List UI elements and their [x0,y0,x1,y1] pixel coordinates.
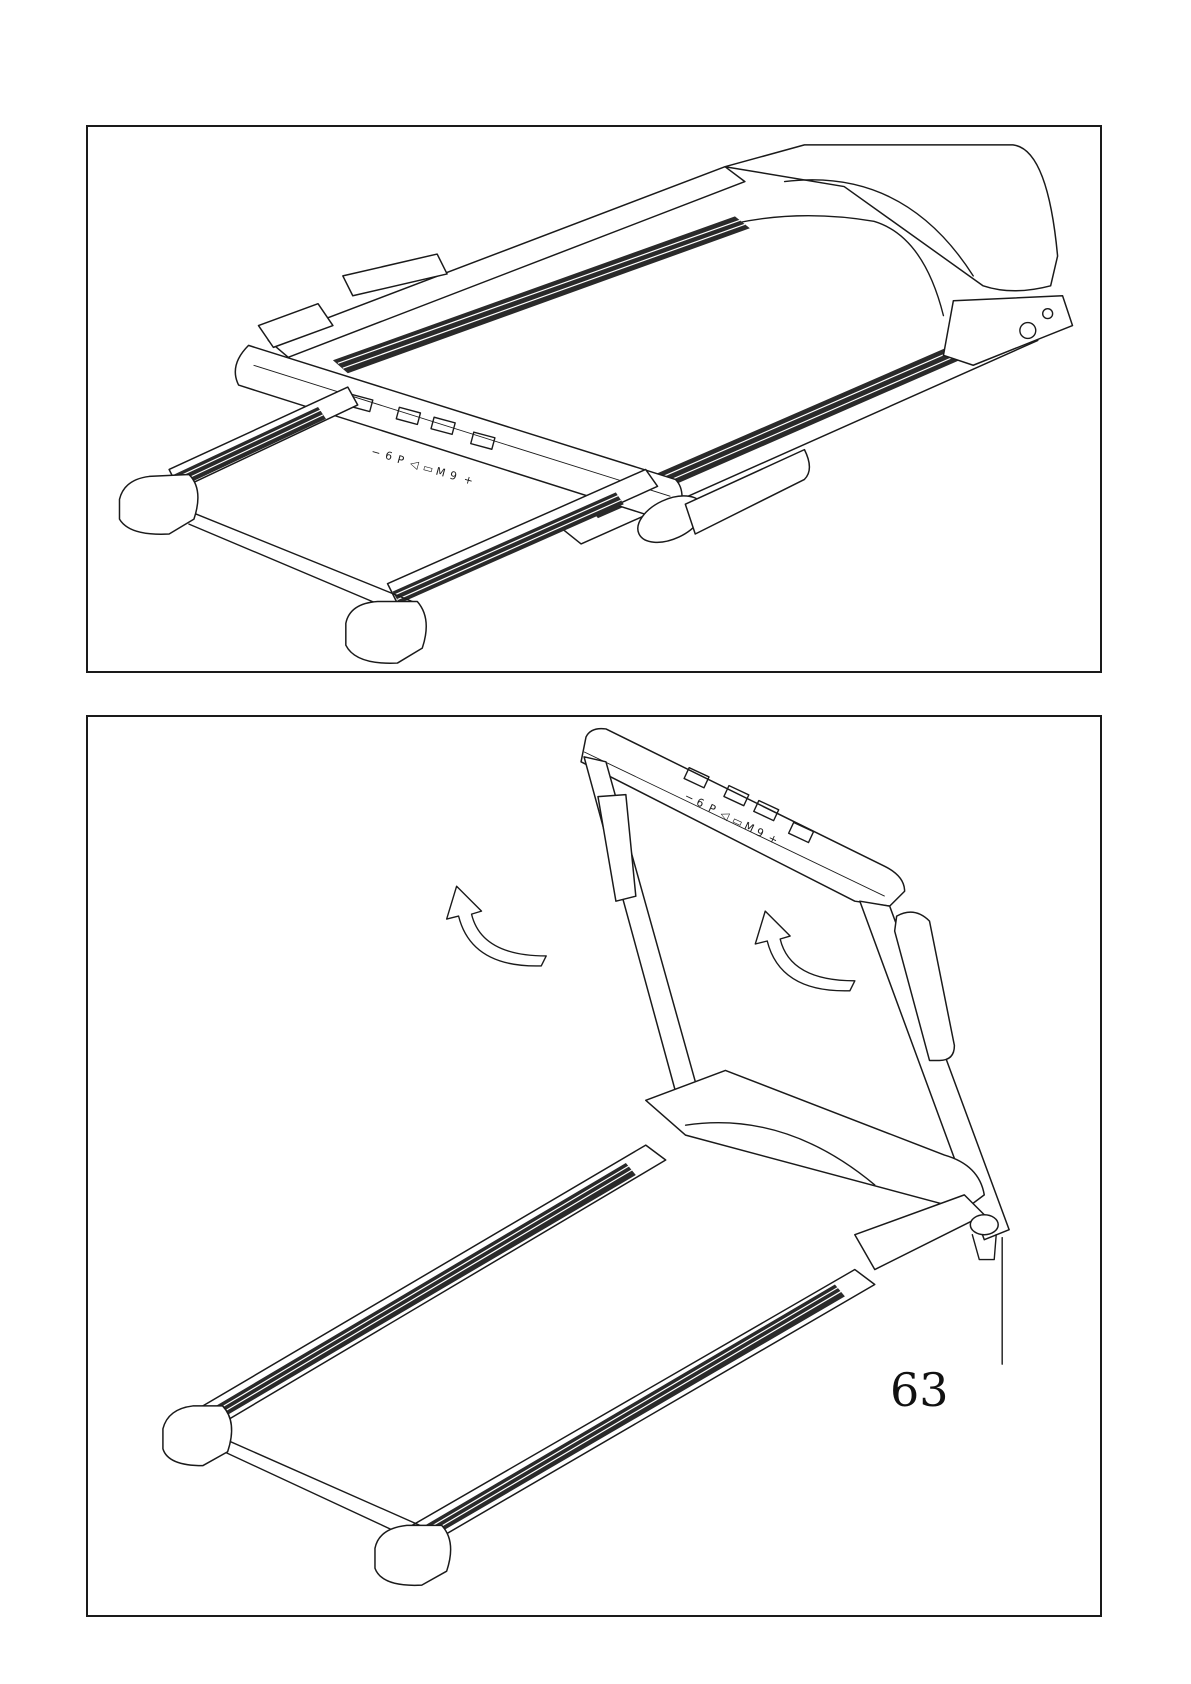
curved-arrow-left [447,886,547,966]
figure-folded-treadmill: − 6 P ◁ ▭ M 9 + [86,125,1102,673]
symbol-minus: − [370,445,382,460]
deck-side-panel [855,1195,984,1270]
unfolded-treadmill-drawing: − 6 P ◁ ▭ M 9 + [88,717,1100,1615]
front-roller-top [184,509,417,603]
curved-arrow-icon [447,886,547,966]
end-cap-right [346,602,426,664]
folded-treadmill-drawing: − 6 P ◁ ▭ M 9 + [88,127,1100,671]
hinge-knob [970,1215,998,1235]
symbol-plus: + [462,473,474,488]
end-cap-left [163,1406,232,1466]
rail-belt-right [415,1284,845,1541]
curved-arrow-icon [755,911,855,991]
rail-belt-left [206,1163,636,1422]
handle-left [598,795,636,902]
symbol-box: ▭ [421,461,434,476]
end-cap-right [375,1525,451,1585]
end-cap-left [119,474,197,534]
symbol-m: M [434,465,446,480]
hinge-bracket-right [943,296,1072,365]
upright-left [268,167,744,358]
callout-part-63: 63 [890,1367,949,1413]
symbol-p: P [396,453,406,467]
symbol-9: 9 [448,469,458,483]
symbol-triangle: ◁ [409,457,421,472]
front-roller-bottom [218,1449,417,1542]
figure-unfolded-treadmill: − 6 P ◁ ▭ M 9 + [86,715,1102,1617]
symbol-6: 6 [384,449,394,463]
front-roller-top [213,1434,427,1529]
curved-arrow-right [755,911,855,991]
